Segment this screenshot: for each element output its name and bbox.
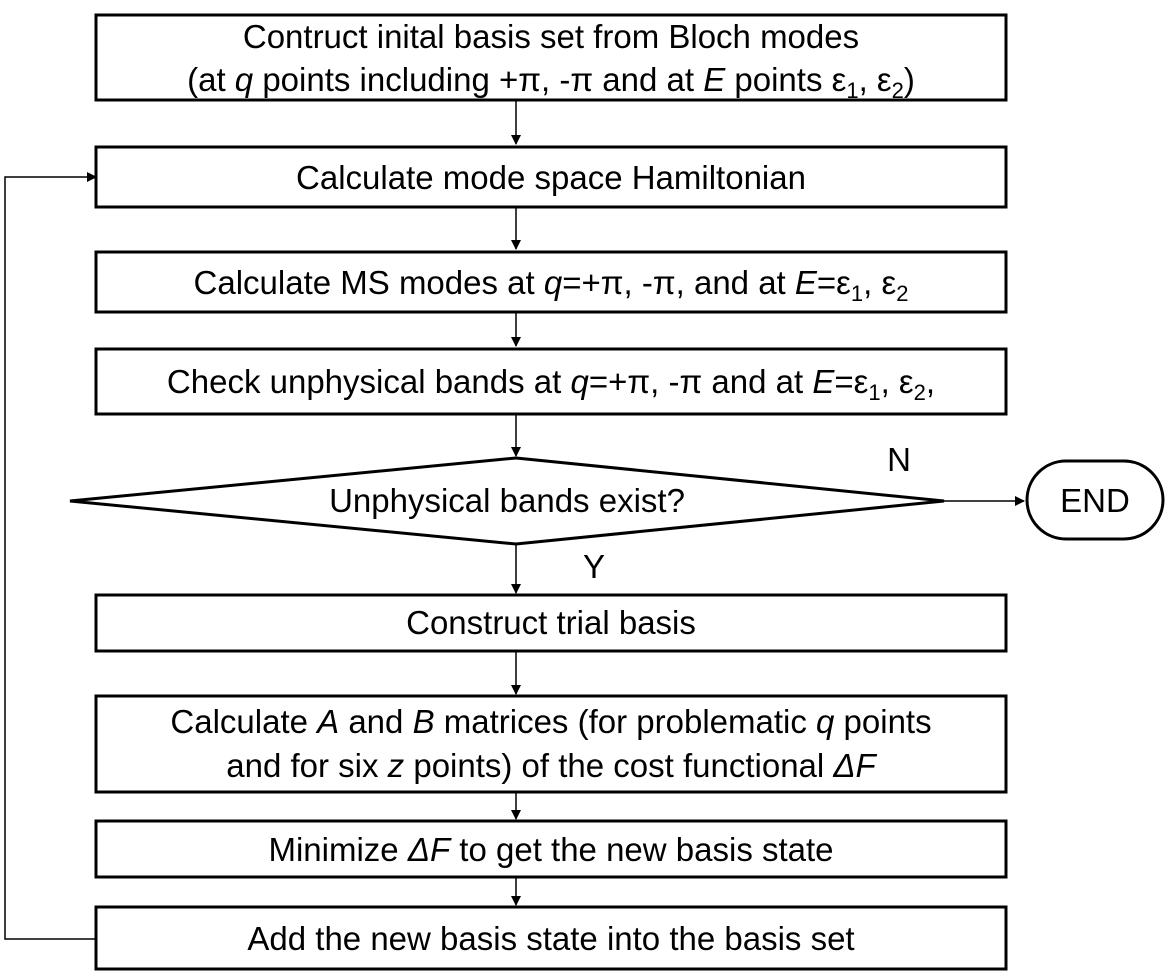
hamiltonian-box	[94, 145, 1008, 209]
check-unphysical-line: Check unphysical bands at q=+π, -π and a…	[167, 363, 935, 405]
minimize-box	[94, 819, 1008, 879]
text-segment: points	[834, 703, 931, 740]
subscript: 2	[914, 380, 926, 405]
ms-modes-line: Calculate MS modes at q=+π, -π, and at E…	[194, 264, 909, 306]
text-segment: Construct trial basis	[406, 604, 696, 641]
text-segment: to get the new basis state	[450, 831, 833, 868]
text-segment: )	[904, 61, 915, 98]
italic-symbol: q	[235, 61, 254, 98]
initial-basis-box	[94, 13, 1008, 102]
italic-symbol: E	[703, 61, 726, 98]
text-segment: =ε	[817, 264, 851, 301]
text-segment: points) of the cost functional	[404, 747, 833, 784]
minimize-text: Minimize ΔF to get the new basis state	[268, 831, 833, 868]
text-segment: =+π, -π and at	[589, 363, 813, 400]
mode-space-hamiltonian-line: Calculate mode space Hamiltonian	[296, 159, 806, 196]
italic-symbol: q	[570, 363, 589, 400]
yes-label: Y	[583, 548, 605, 585]
check-unphysical-text: Check unphysical bands at q=+π, -π and a…	[167, 363, 935, 405]
text-segment: Calculate mode space Hamiltonian	[296, 159, 806, 196]
text-segment: Unphysical bands exist?	[329, 482, 685, 519]
initial-basis-text: Contruct inital basis set from Bloch mod…	[187, 18, 915, 103]
text-segment: points ε	[725, 61, 846, 98]
trial-basis-text: Construct trial basis	[406, 604, 696, 641]
text-segment: (at	[187, 61, 235, 98]
decision-diamond	[69, 456, 945, 546]
text-segment: Calculate MS modes at	[194, 264, 544, 301]
text-segment: Calculate	[170, 703, 317, 740]
text-segment: Minimize	[268, 831, 407, 868]
add-basis-box	[94, 905, 1008, 971]
subscript: 1	[846, 78, 858, 103]
italic-symbol: q	[816, 703, 835, 740]
text-segment: , ε	[859, 61, 892, 98]
ms-modes-box	[94, 250, 1008, 314]
italic-symbol: A	[315, 703, 339, 740]
text-segment: and for six	[226, 747, 387, 784]
trial-basis-line: Construct trial basis	[406, 604, 696, 641]
text-segment: =+π, -π, and at	[562, 264, 795, 301]
end-terminator	[1025, 459, 1165, 541]
no-label: N	[887, 441, 911, 478]
connectors	[4, 101, 1025, 940]
decision-line: Unphysical bands exist?	[329, 482, 685, 519]
italic-symbol: E	[795, 264, 818, 301]
trial-basis-box	[94, 593, 1008, 653]
ms-modes-text: Calculate MS modes at q=+π, -π, and at E…	[194, 264, 909, 306]
hamiltonian-text: Calculate mode space Hamiltonian	[296, 159, 806, 196]
add-basis-line: Add the new basis state into the basis s…	[247, 920, 854, 957]
minimize-line: Minimize ΔF to get the new basis state	[268, 831, 833, 868]
subscript: 2	[892, 78, 904, 103]
text-segment: matrices (for problematic	[435, 703, 816, 740]
italic-symbol: q	[544, 264, 563, 301]
ab-matrices-line: Calculate A and B matrices (for problema…	[170, 703, 931, 740]
text-segment: =ε	[834, 363, 868, 400]
ab-matrices-text: Calculate A and B matrices (for problema…	[170, 703, 931, 784]
italic-symbol: ΔF	[407, 831, 452, 868]
text-segment: points including +π, -π and at	[253, 61, 703, 98]
italic-symbol: z	[387, 747, 405, 784]
subscript: 1	[868, 380, 880, 405]
text-segment: Add the new basis state into the basis s…	[247, 920, 854, 957]
initial-basis-line: Contruct inital basis set from Bloch mod…	[243, 18, 859, 55]
text-segment: ,	[926, 363, 935, 400]
end-label: END	[1060, 482, 1130, 519]
initial-basis-line: (at q points including +π, -π and at E p…	[187, 61, 915, 103]
italic-symbol: B	[413, 703, 435, 740]
text-segment: Check unphysical bands at	[167, 363, 571, 400]
add-basis-text: Add the new basis state into the basis s…	[247, 920, 854, 957]
text-segment: , ε	[881, 363, 914, 400]
italic-symbol: ΔF	[832, 747, 877, 784]
text-segment: Contruct inital basis set from Bloch mod…	[243, 18, 859, 55]
subscript: 2	[896, 281, 908, 306]
check-unphysical-box	[94, 347, 1008, 416]
decision-text: Unphysical bands exist?	[329, 482, 685, 519]
ab-matrices-box	[94, 694, 1008, 794]
loop-back-arrow	[4, 172, 97, 940]
subscript: 1	[851, 281, 863, 306]
text-segment: and	[339, 703, 412, 740]
italic-symbol: E	[812, 363, 835, 400]
ab-matrices-line: and for six z points) of the cost functi…	[226, 747, 877, 784]
text-segment: , ε	[863, 264, 896, 301]
